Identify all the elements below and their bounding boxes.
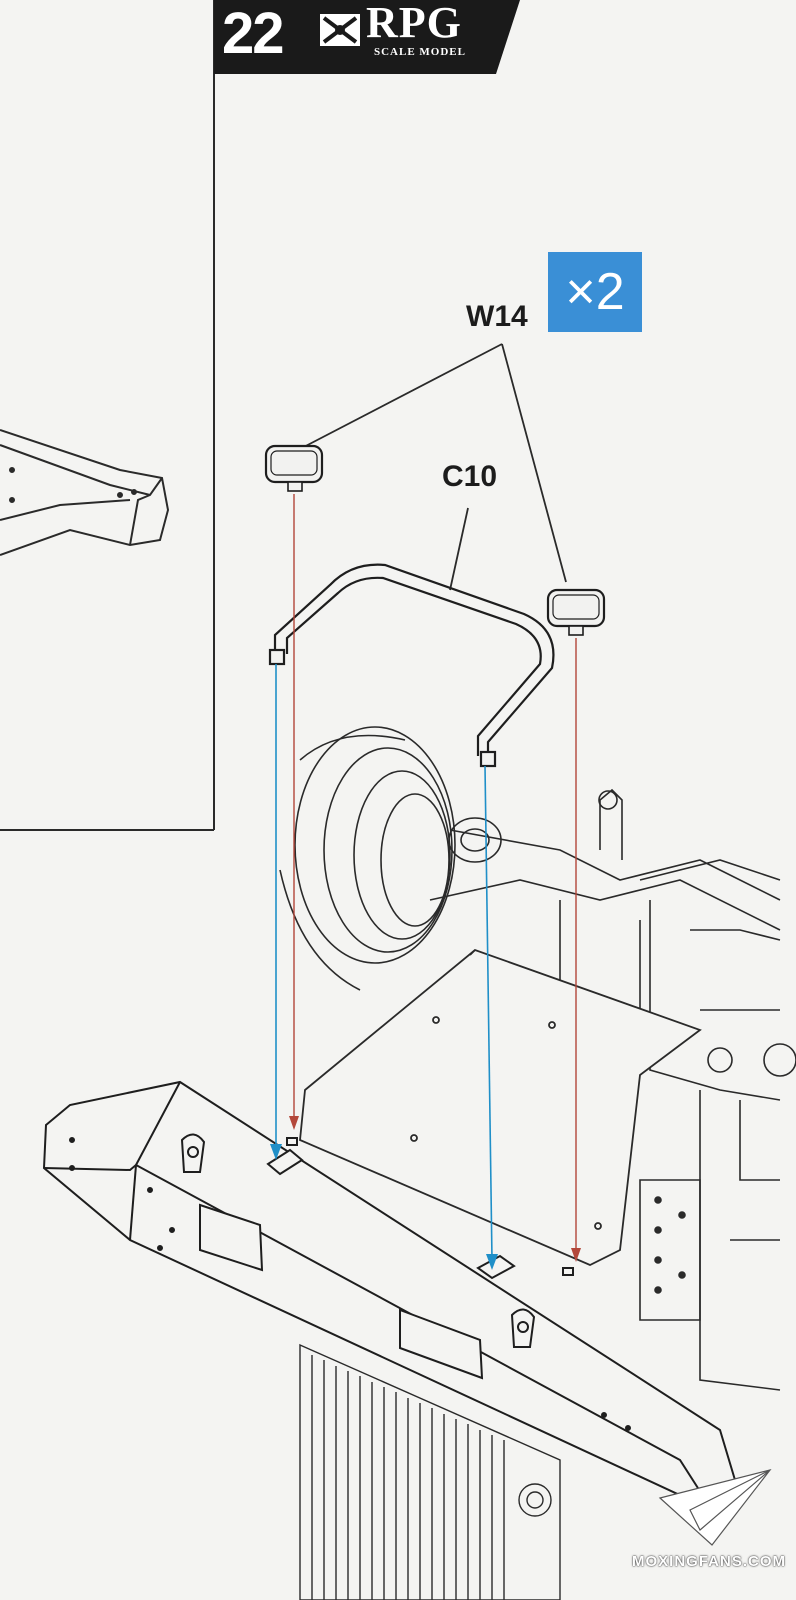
inset-bumper-end: [0, 429, 170, 556]
quantity-badge: ×2: [548, 252, 642, 332]
header-band: [214, 0, 520, 74]
chassis: [429, 788, 796, 1391]
brand-name: RPG: [366, 0, 462, 47]
previous-step-inset: [0, 0, 215, 831]
part-label-c10: C10: [442, 460, 498, 493]
spare-wheel: [279, 726, 456, 991]
w14-light-left: [264, 444, 324, 492]
front-bumper: [42, 1080, 737, 1512]
c10-light-bar: [268, 563, 555, 768]
radiator-grille: [299, 1343, 561, 1600]
watermark-text: MOXINGFANS.COM: [632, 1553, 787, 1570]
w14-light-right: [546, 588, 606, 636]
leader-lines: [297, 343, 567, 591]
watermark-plane-icon: [658, 1468, 772, 1546]
hood-plate: [299, 948, 702, 1266]
step-number: 22: [222, 1, 284, 66]
brand-tagline: SCALE MODEL: [374, 46, 466, 58]
guide-arrows: [270, 494, 581, 1270]
brand-crossed-swords-icon: [320, 14, 360, 46]
part-label-w14: W14: [466, 300, 528, 333]
